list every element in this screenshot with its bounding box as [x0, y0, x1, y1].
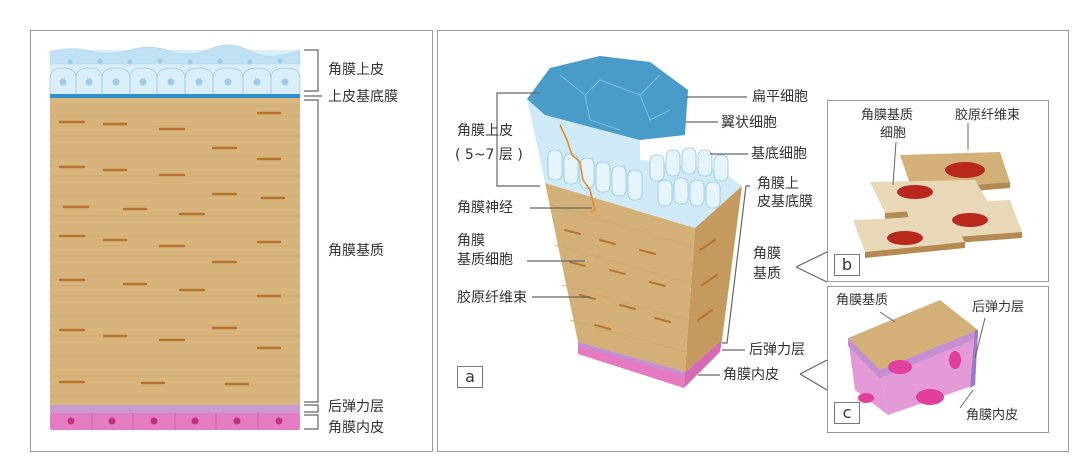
corneal-nerve: [559, 124, 596, 213]
block-3d-epithelium: [527, 56, 742, 228]
inset-c-label-descemet: 后弹力层: [972, 300, 1025, 315]
label-basement-line2: 皮基底膜: [757, 194, 813, 210]
inset-b-label-keratocyte-line1: 角膜基质: [861, 108, 914, 123]
label-endothelium-a: 角膜内皮: [723, 367, 779, 383]
left-endothelium-layer: [50, 413, 300, 430]
left-descemet-layer: [50, 405, 300, 413]
label-epithelium-layers: ( 5~7 层 ): [455, 147, 523, 163]
inset-b-frame: [827, 100, 1049, 282]
left-stroma-layer: [50, 98, 300, 405]
label-stroma-line1: 角膜: [753, 246, 781, 262]
label-keratocyte-line1: 角膜: [457, 233, 485, 249]
inset-b-collagen-lamellae: [853, 123, 1022, 258]
label-descemet: 后弹力层: [328, 399, 384, 415]
label-epithelium: 角膜上皮: [328, 62, 384, 78]
label-basal-cells: 基底细胞: [751, 146, 807, 162]
keratocytes: [58, 111, 286, 386]
inset-tag-c: c: [834, 402, 860, 424]
inset-c-endothelium-cube: [848, 300, 986, 415]
inset-c-label-endothelium: 角膜内皮: [966, 408, 1019, 423]
inset-c-frame: [827, 286, 1049, 433]
block-3d-endothelium: [578, 340, 722, 388]
label-basement-line1: 角膜上: [757, 176, 799, 192]
label-stroma: 角膜基质: [328, 243, 384, 259]
label-wing-cells: 翼状细胞: [721, 115, 777, 131]
inset-b-label-keratocyte-line2: 细胞: [880, 126, 907, 141]
label-epithelium-a: 角膜上皮: [457, 123, 513, 139]
label-corneal-nerve: 角膜神经: [457, 200, 513, 216]
left-basement-membrane: [50, 94, 300, 98]
inset-b-label-collagen: 胶原纤维束: [955, 108, 1021, 123]
label-basement-membrane: 上皮基底膜: [328, 89, 398, 105]
label-squamous-cells: 扁平细胞: [752, 89, 808, 105]
right-leaders: [496, 92, 828, 391]
inset-c-label-stroma: 角膜基质: [836, 293, 889, 308]
label-keratocyte-line2: 基质细胞: [457, 252, 513, 268]
block-3d-stroma: [545, 183, 742, 372]
label-endothelium: 角膜内皮: [328, 420, 384, 436]
label-collagen-a: 胶原纤维束: [457, 290, 527, 306]
left-brackets: [304, 49, 322, 430]
label-stroma-line2: 基质: [753, 266, 781, 282]
panel-tag-a: a: [457, 366, 483, 388]
left-epithelium-layer: [49, 44, 301, 94]
inset-tag-b: b: [834, 254, 860, 276]
label-descemet-a: 后弹力层: [749, 342, 805, 358]
